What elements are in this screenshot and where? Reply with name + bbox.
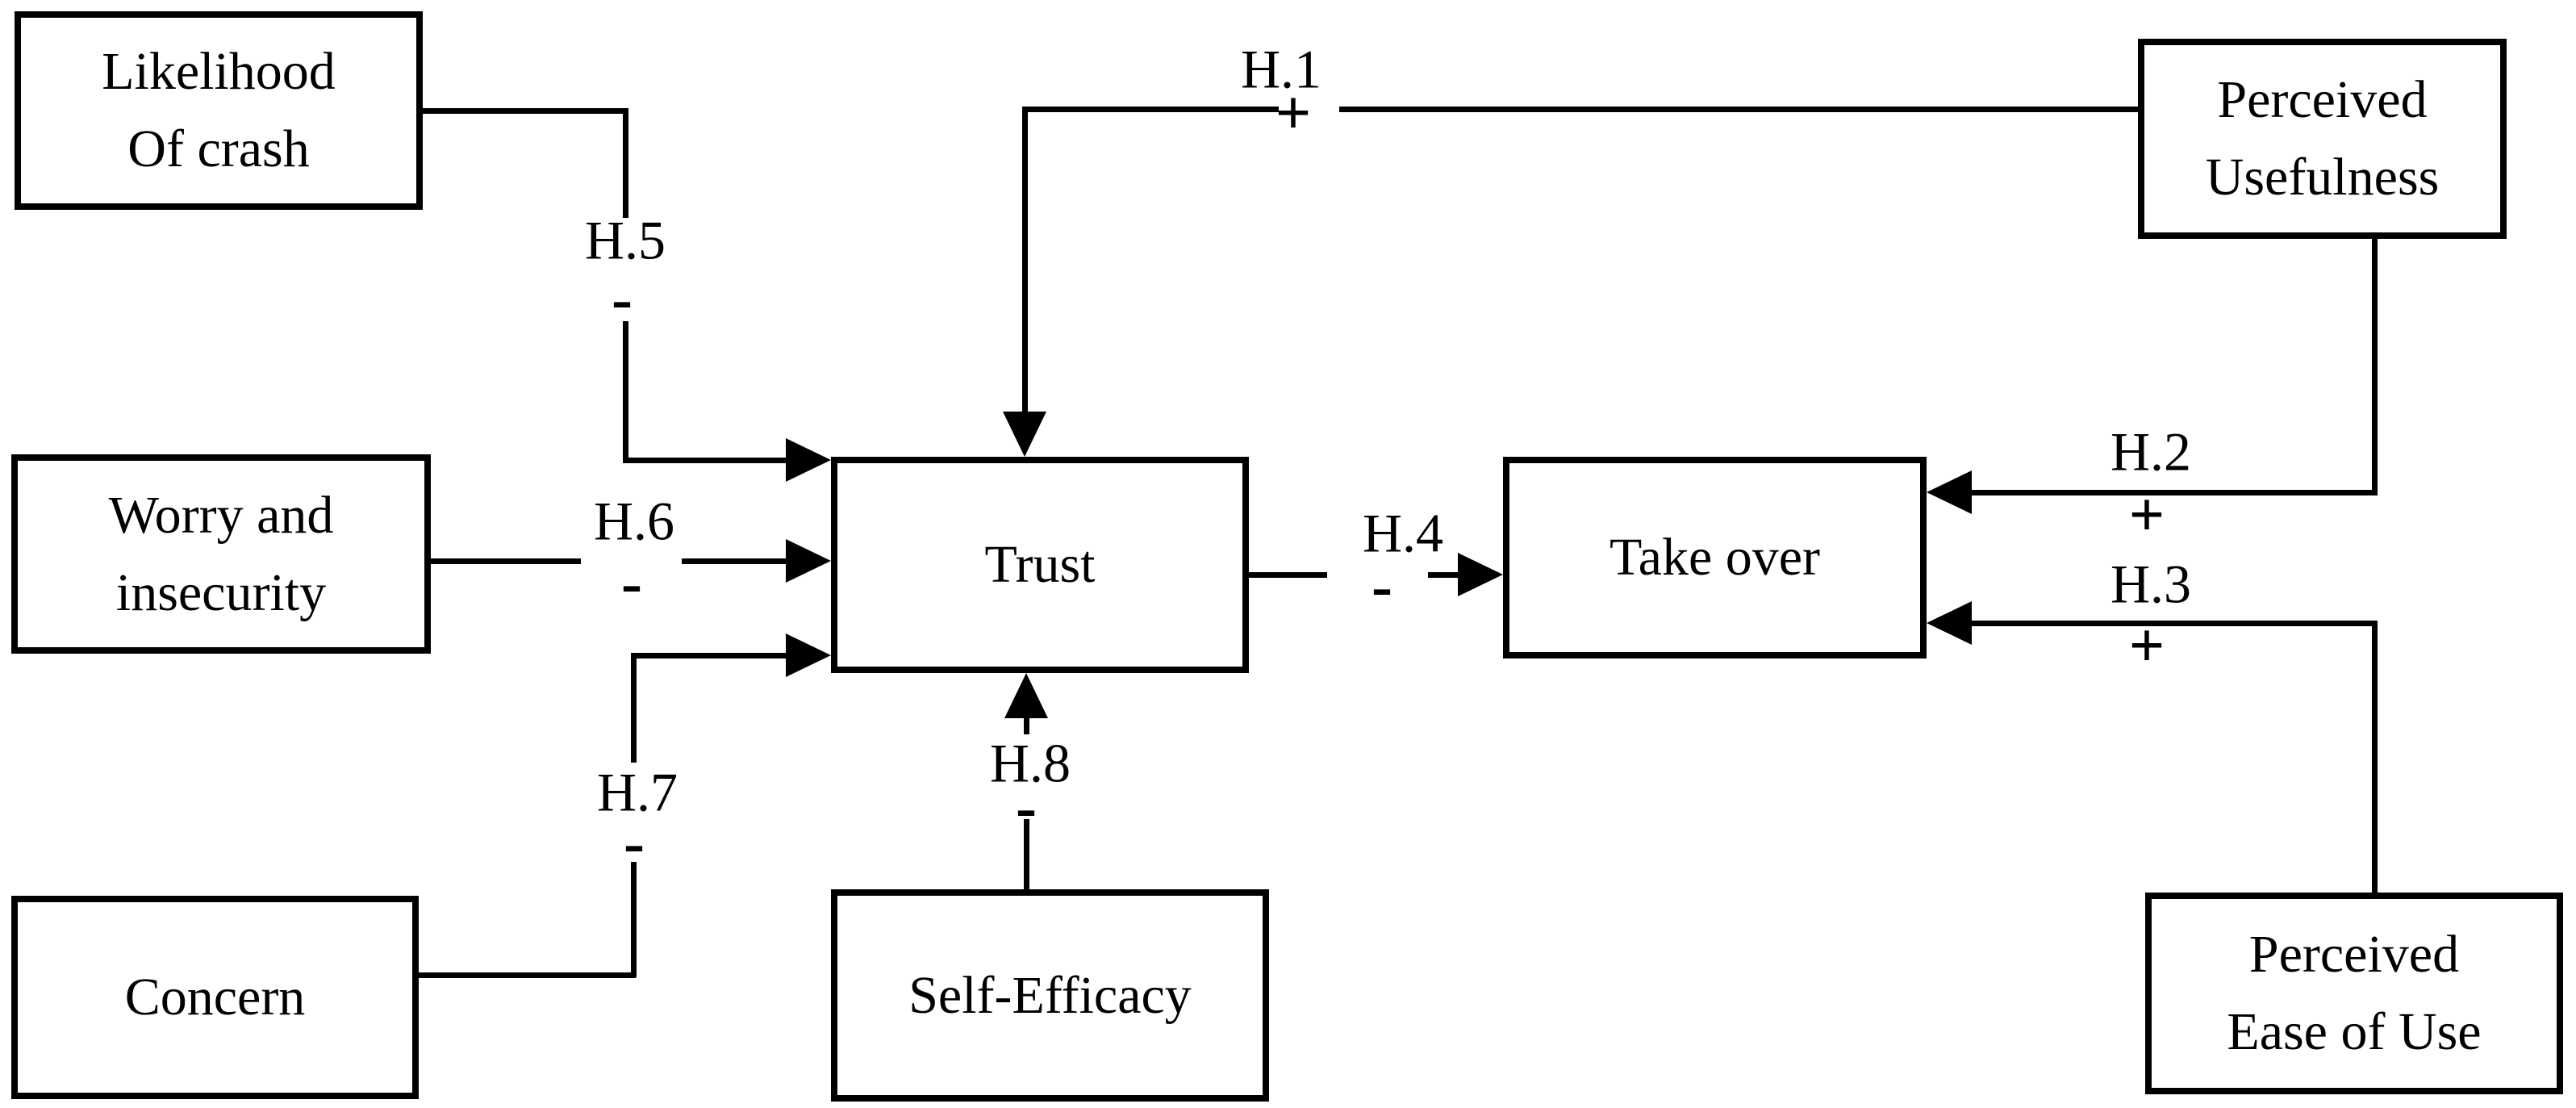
node-label: Of crash bbox=[127, 119, 310, 178]
node-label: Perceived bbox=[2248, 925, 2460, 985]
h1-connector-vertical bbox=[1022, 107, 1028, 412]
h7-connector-vertical-b bbox=[631, 653, 637, 763]
h3-connector-horizontal bbox=[1972, 621, 2378, 626]
h5-connector-horizontal-a bbox=[423, 108, 628, 114]
node-perceived-usefulness: Perceived Usefulness bbox=[2138, 39, 2507, 239]
node-perceived-ease-of-use: Perceived Ease of Use bbox=[2145, 893, 2563, 1094]
node-take-over: Take over bbox=[1503, 457, 1927, 659]
h8-sign: - bbox=[1016, 771, 1037, 842]
h1-arrowhead bbox=[1003, 412, 1046, 457]
h3-label: H.3 bbox=[2110, 553, 2192, 615]
h3-sign: + bbox=[2128, 610, 2165, 680]
h4-label: H.4 bbox=[1362, 502, 1444, 564]
h8-label: H.8 bbox=[989, 732, 1071, 794]
node-concern: Concern bbox=[11, 896, 419, 1099]
h3-arrowhead bbox=[1927, 601, 1972, 645]
h8-connector-vertical-b bbox=[1024, 819, 1029, 889]
h6-label: H.6 bbox=[593, 490, 675, 552]
h6-arrowhead bbox=[786, 539, 831, 583]
h7-connector-vertical-a bbox=[631, 862, 637, 977]
node-label: insecurity bbox=[115, 562, 327, 622]
h6-connector-horizontal-b bbox=[682, 558, 786, 564]
h7-connector-horizontal-b bbox=[631, 653, 786, 659]
h7-arrowhead bbox=[786, 633, 831, 677]
h5-connector-vertical-b bbox=[623, 321, 628, 463]
node-trust: Trust bbox=[831, 457, 1249, 673]
h4-connector-horizontal-a bbox=[1249, 572, 1327, 578]
h8-arrowhead bbox=[1004, 673, 1048, 718]
h1-connector-horizontal-b bbox=[1339, 107, 2138, 112]
h8-connector-vertical-a bbox=[1024, 717, 1029, 734]
node-label: Trust bbox=[984, 535, 1096, 595]
h3-connector-vertical bbox=[2372, 621, 2378, 893]
h7-label: H.7 bbox=[596, 761, 678, 823]
h4-sign: - bbox=[1372, 550, 1392, 621]
h5-arrowhead bbox=[786, 438, 831, 482]
h6-connector-horizontal-a bbox=[431, 558, 581, 564]
node-label: Worry and bbox=[108, 485, 334, 545]
h1-connector-horizontal-a bbox=[1022, 107, 1279, 112]
h4-connector-horizontal-b bbox=[1428, 572, 1460, 578]
node-label: Take over bbox=[1609, 528, 1821, 587]
node-label: Concern bbox=[124, 968, 306, 1027]
h2-sign: + bbox=[2128, 479, 2165, 550]
h5-connector-vertical-a bbox=[623, 108, 628, 218]
h2-label: H.2 bbox=[2110, 420, 2192, 483]
h2-connector-horizontal bbox=[1972, 490, 2378, 495]
h7-connector-horizontal-a bbox=[419, 972, 636, 978]
h1-label: H.1 bbox=[1240, 38, 1322, 100]
node-label: Usefulness bbox=[2205, 148, 2440, 207]
h5-connector-horizontal-b bbox=[623, 458, 786, 463]
node-label: Perceived bbox=[2217, 70, 2428, 130]
h2-arrowhead bbox=[1927, 470, 1972, 514]
h2-connector-vertical bbox=[2372, 239, 2378, 495]
node-label: Likelihood bbox=[102, 42, 336, 102]
h5-sign: - bbox=[612, 263, 633, 333]
h4-arrowhead bbox=[1458, 553, 1503, 596]
node-worry-and-insecurity: Worry and insecurity bbox=[11, 454, 431, 654]
node-self-efficacy: Self-Efficacy bbox=[831, 889, 1269, 1102]
node-likelihood-of-crash: Likelihood Of crash bbox=[15, 11, 423, 210]
h1-sign: + bbox=[1275, 77, 1312, 148]
node-label: Ease of Use bbox=[2227, 1002, 2482, 1061]
h7-sign: - bbox=[624, 807, 645, 877]
h5-label: H.5 bbox=[584, 209, 666, 271]
h6-sign: - bbox=[621, 547, 642, 617]
node-label: Self-Efficacy bbox=[908, 965, 1192, 1025]
